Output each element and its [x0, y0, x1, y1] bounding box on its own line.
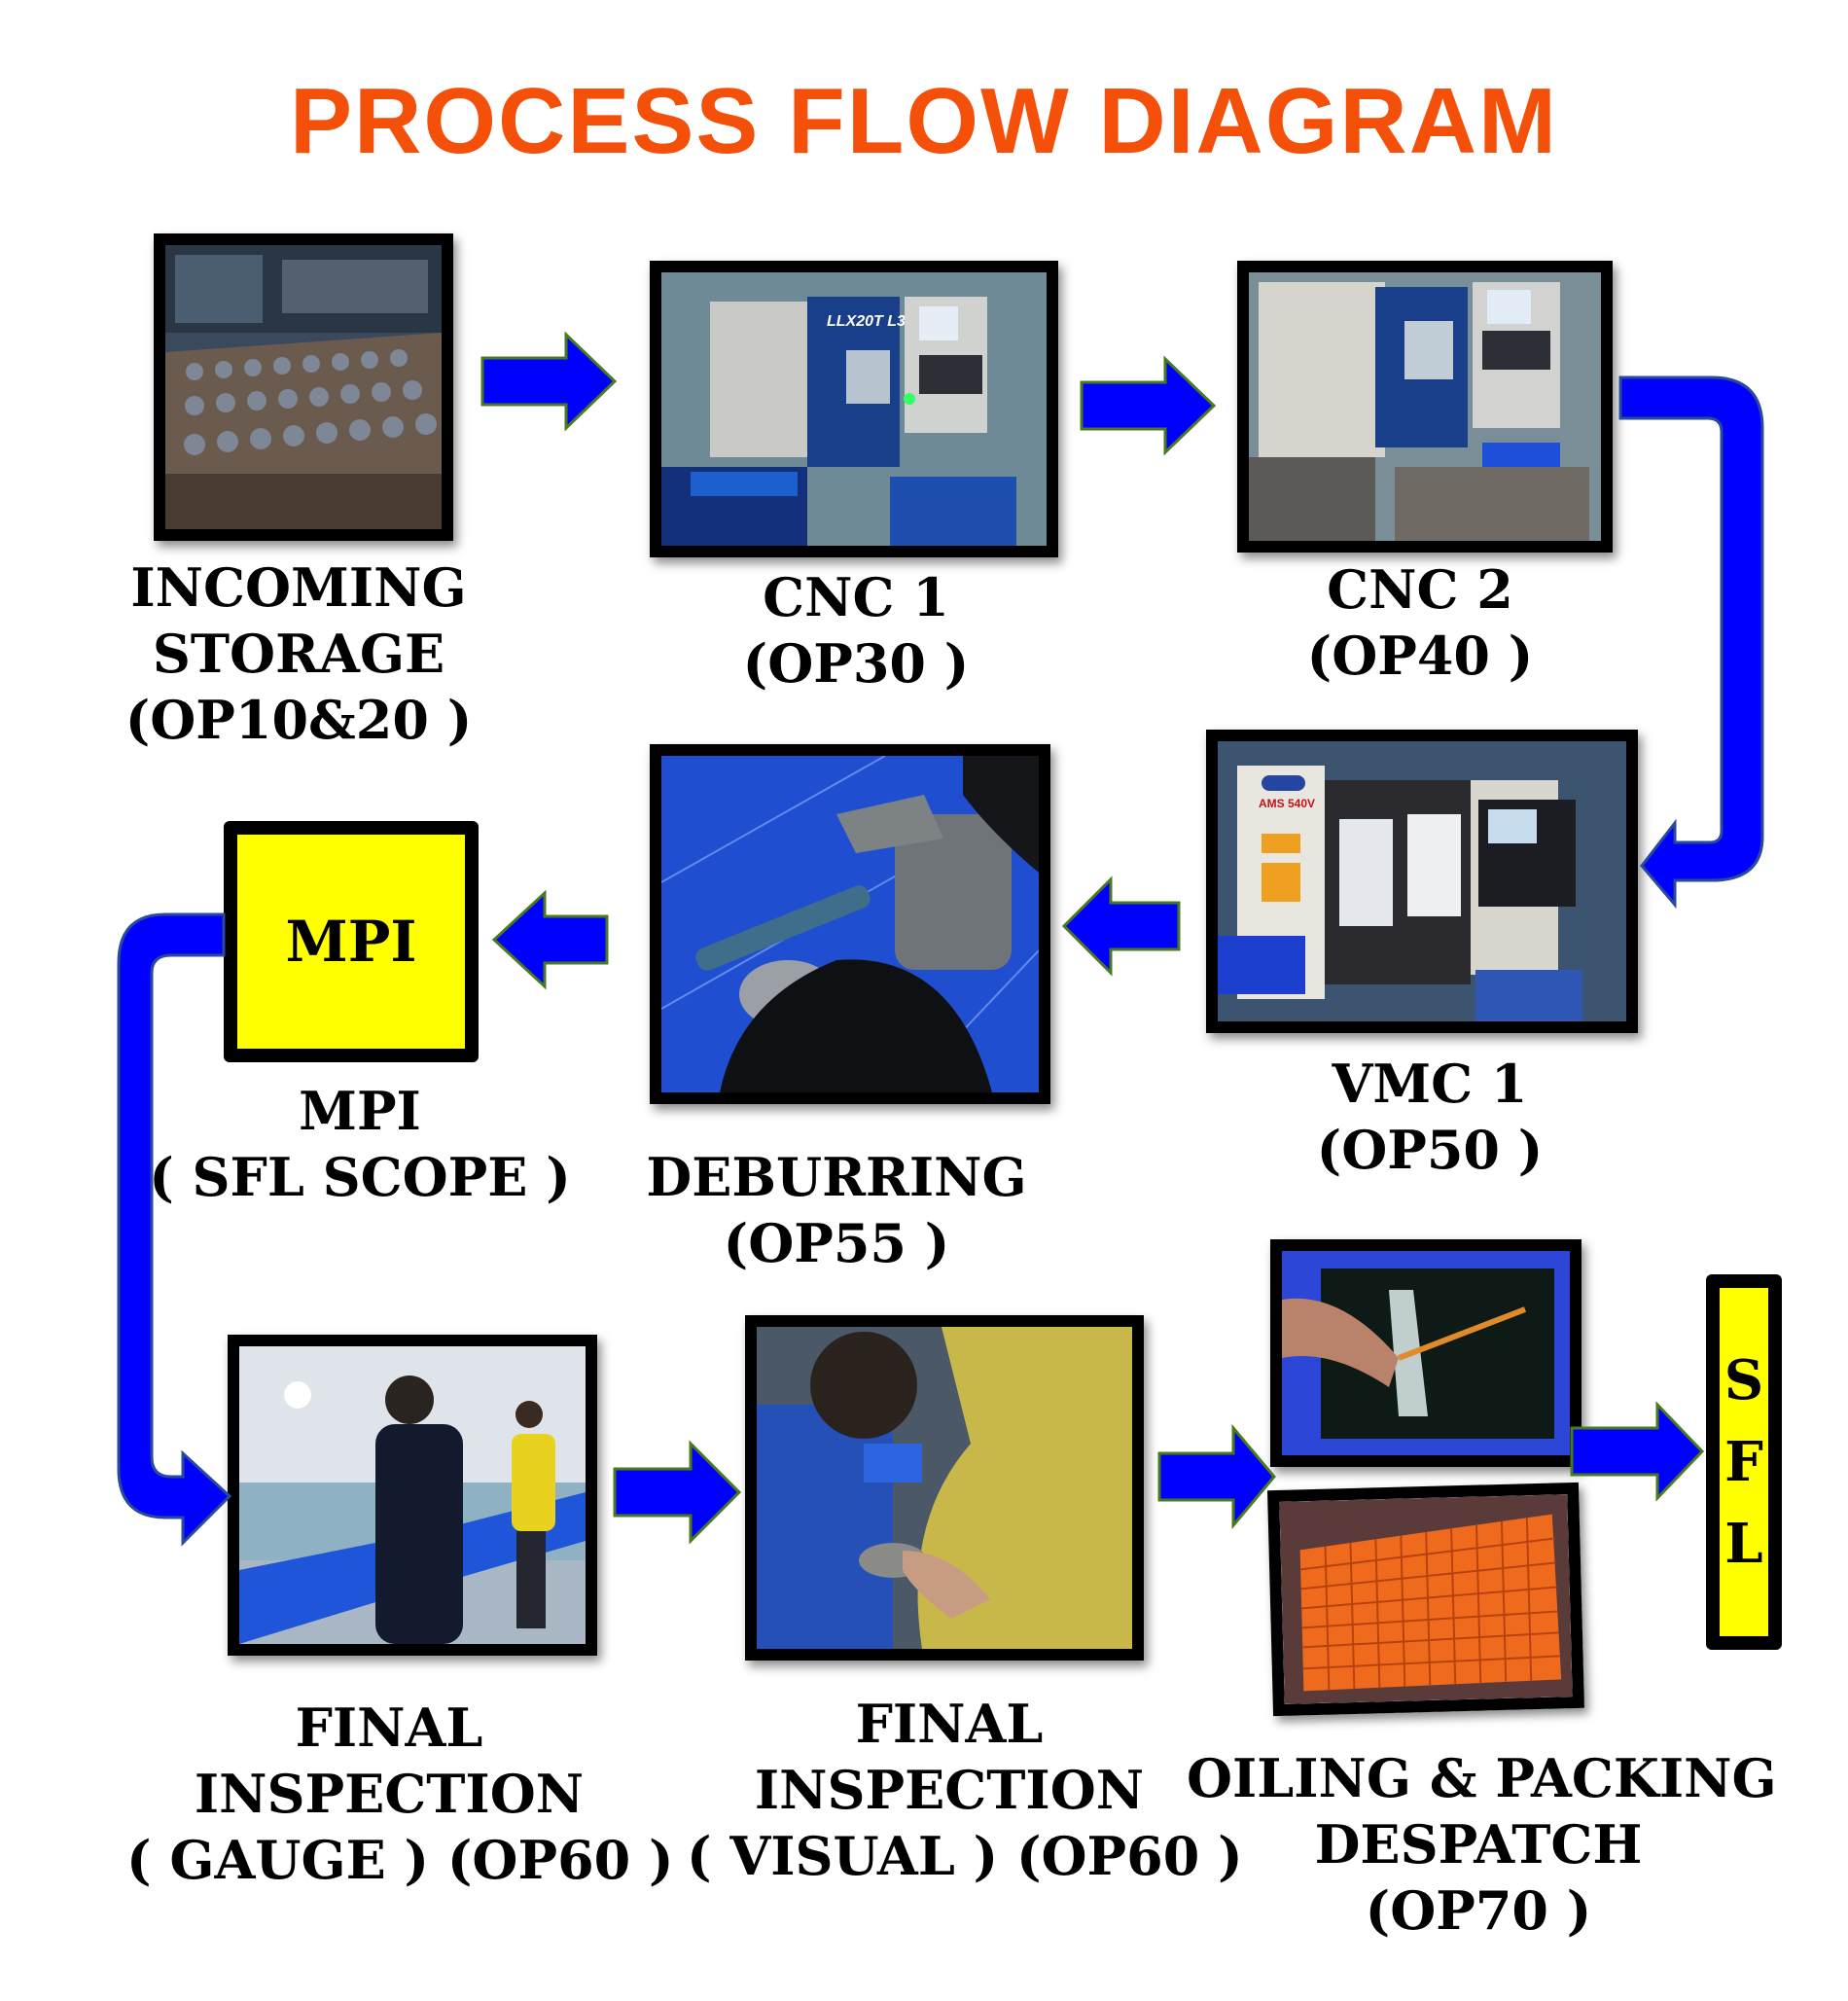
sfl-end-box: S F L — [1706, 1274, 1782, 1650]
arrow-left-icon — [491, 889, 609, 990]
arrow-right-icon — [1080, 355, 1217, 456]
oil-dip-tank-image — [1282, 1251, 1570, 1455]
packing-tray-photo — [1267, 1482, 1584, 1717]
sfl-letter: S — [1724, 1348, 1764, 1412]
gauge-inspection-image — [239, 1346, 586, 1644]
label-incoming-storage: INCOMING STORAGE (OP10&20 ) — [124, 556, 473, 751]
machine-model-text: LLX20T L3 — [827, 313, 906, 330]
mpi-box-text: MPI — [285, 909, 417, 975]
label-cnc2: CNC 2 (OP40 ) — [1306, 558, 1534, 687]
diagram-title: PROCESS FLOW DIAGRAM — [290, 69, 1558, 173]
deburring-photo — [650, 744, 1050, 1104]
sfl-letter: F — [1724, 1430, 1763, 1494]
incoming-storage-photo — [154, 233, 453, 541]
deburring-tool-image — [661, 756, 1039, 1092]
sfl-letter: L — [1724, 1512, 1763, 1576]
visual-inspection-image — [757, 1327, 1132, 1649]
label-final-inspection-visual: FINAL INSPECTION ( VISUAL ) (OP60 ) — [687, 1693, 1243, 1887]
label-cnc1: CNC 1 (OP30 ) — [742, 566, 970, 695]
label-mpi: MPI ( SFL SCOPE ) — [149, 1080, 571, 1208]
label-final-inspection-gauge: FINAL INSPECTION ( GAUGE ) (OP60 ) — [126, 1697, 674, 1891]
cnc-lathe-image — [1249, 272, 1601, 541]
arrow-right-icon — [480, 331, 618, 432]
arrow-right-icon — [1570, 1401, 1705, 1502]
final-inspection-gauge-photo — [228, 1335, 597, 1656]
arrow-left-icon — [1061, 875, 1181, 977]
cnc2-photo — [1237, 261, 1613, 553]
arrow-right-icon — [1157, 1423, 1276, 1530]
vmc-machine-image: AMS 540V — [1218, 741, 1626, 1021]
label-vmc1: VMC 1 (OP50 ) — [1316, 1053, 1544, 1181]
oiling-tank-photo — [1270, 1239, 1581, 1467]
mpi-box: MPI — [224, 821, 479, 1062]
cnc-lathe-image: LLX20T L3 — [661, 272, 1047, 546]
bent-arrow-icon — [117, 912, 232, 1547]
label-oiling-packing-despatch: OILING & PACKING DESPATCH (OP70 ) — [1187, 1747, 1777, 1942]
arrow-right-icon — [613, 1440, 742, 1545]
vmc1-photo: AMS 540V — [1206, 730, 1638, 1033]
machine-brand-text: AMS 540V — [1259, 797, 1315, 810]
final-inspection-visual-photo — [745, 1315, 1144, 1661]
stacked-forgings-image — [165, 245, 442, 529]
bent-arrow-icon — [1618, 375, 1764, 910]
packed-tray-image — [1279, 1494, 1573, 1704]
cnc1-photo: LLX20T L3 — [650, 261, 1058, 557]
label-deburring: DEBURRING (OP55 ) — [646, 1146, 1027, 1274]
